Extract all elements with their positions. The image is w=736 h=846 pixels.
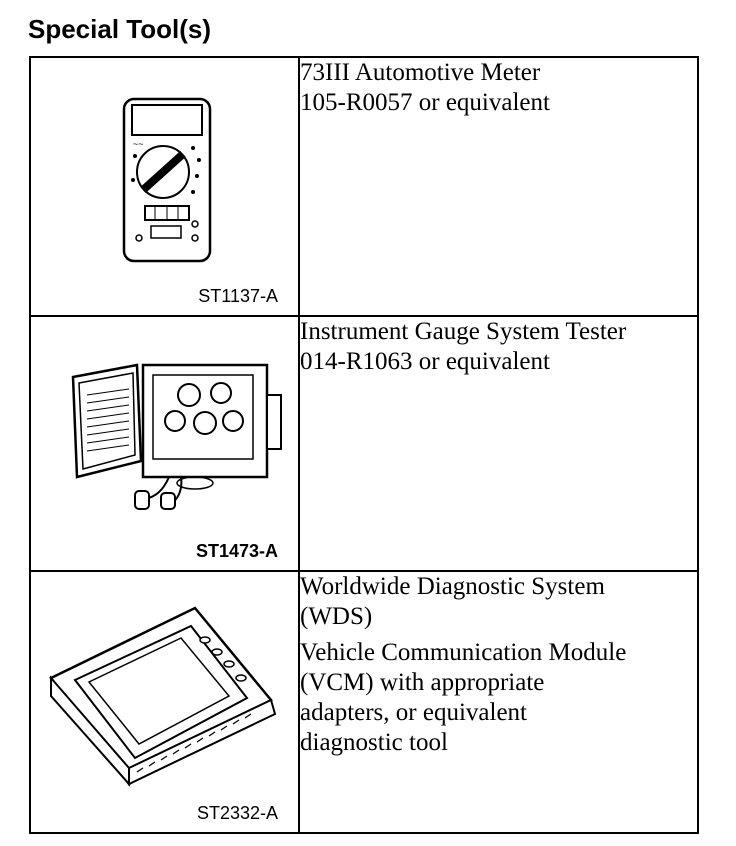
gauge-tester-icon — [71, 363, 282, 510]
tool-detail: (VCM) with appropriate — [300, 669, 545, 696]
table-row: ~~ ST1137-A 73III Automotive Meter 105-R… — [29, 56, 699, 317]
tool-name: Instrument Gauge System Tester — [300, 318, 627, 345]
tool-code: ST1473-A — [195, 541, 278, 561]
tool-description: Worldwide Diagnostic System (WDS) Vehicl… — [298, 570, 699, 834]
tool-code: ST2332-A — [196, 803, 278, 823]
tool-part-number: 014-R1063 or equivalent — [300, 348, 550, 375]
tool-name: (WDS) — [300, 603, 373, 630]
table-row: ST2332-A Worldwide Diagnostic System (WD… — [29, 570, 699, 834]
tool-detail: adapters, or equivalent — [300, 699, 527, 726]
tool-image-cell: ST2332-A — [29, 570, 300, 834]
tool-name: 73III Automotive Meter — [300, 59, 541, 86]
page-title: Special Tool(s) — [28, 14, 211, 44]
tool-description: Instrument Gauge System Tester 014-R1063… — [298, 315, 699, 572]
tool-image-cell: ST1473-A — [29, 315, 300, 572]
tool-description: 73III Automotive Meter 105-R0057 or equi… — [298, 56, 699, 317]
table-row: ST1473-A Instrument Gauge System Tester … — [29, 315, 699, 572]
tool-detail-block: Vehicle Communication Module (VCM) with … — [300, 638, 697, 758]
diagnostic-system-icon — [49, 606, 277, 787]
tool-name-block: Worldwide Diagnostic System (WDS) — [300, 572, 697, 632]
special-tools-table: ~~ ST1137-A 73III Automotive Meter 105-R… — [29, 56, 699, 834]
tool-image-cell: ~~ ST1137-A — [29, 56, 300, 317]
tool-detail: Vehicle Communication Module — [300, 639, 627, 666]
multimeter-icon: ~~ — [122, 97, 212, 263]
tool-part-number: 105-R0057 or equivalent — [300, 89, 550, 116]
tool-detail: diagnostic tool — [300, 729, 448, 756]
tool-code: ST1137-A — [198, 286, 278, 306]
svg-text:~~: ~~ — [133, 139, 144, 149]
tool-name: Worldwide Diagnostic System — [300, 573, 605, 600]
